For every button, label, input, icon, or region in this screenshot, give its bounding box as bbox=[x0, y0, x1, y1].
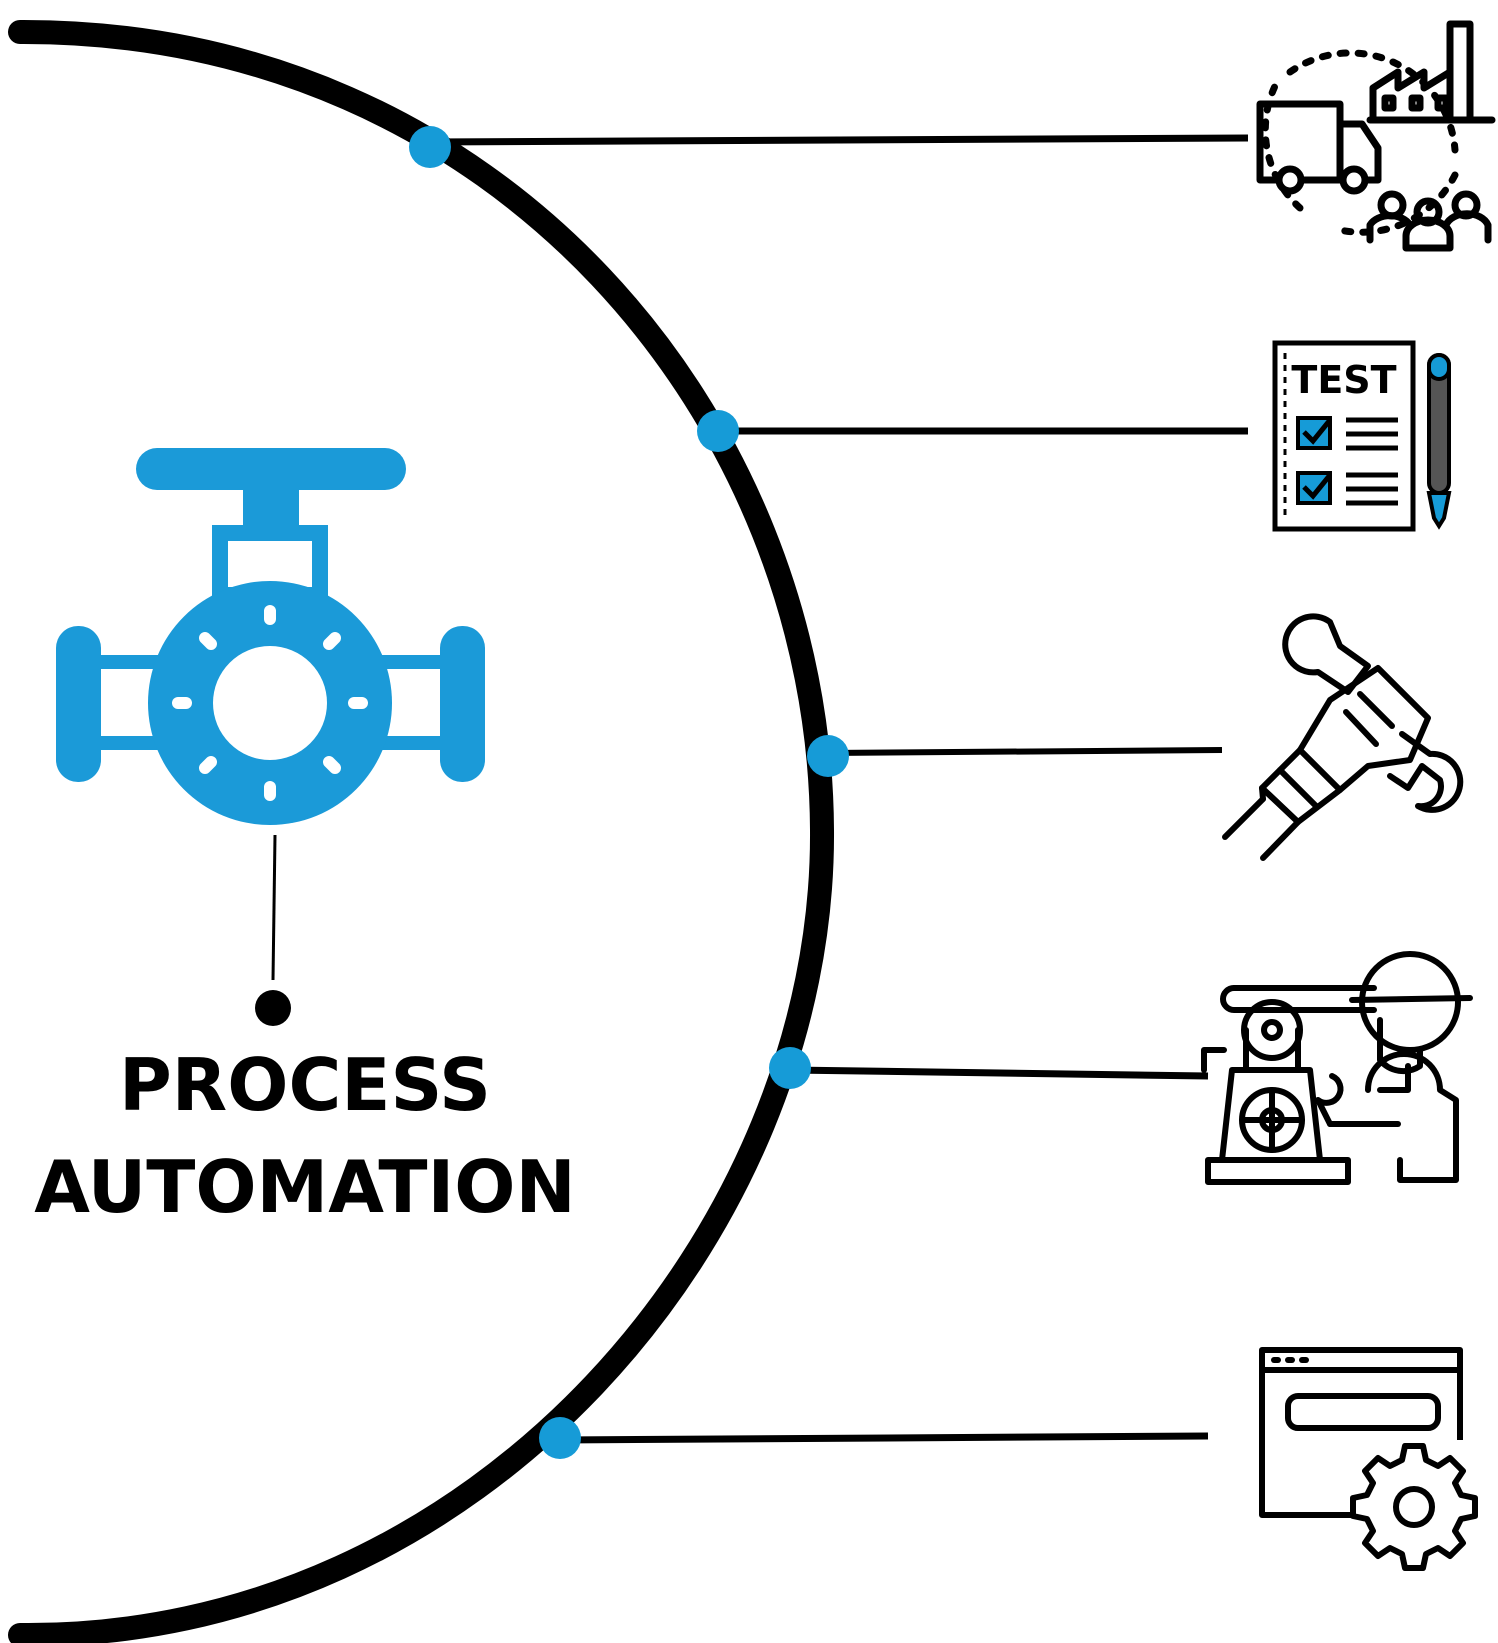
connector-dot-1 bbox=[409, 126, 451, 168]
connector-line-4 bbox=[789, 1066, 1209, 1080]
main-arc bbox=[8, 19, 835, 1643]
connector-dot-3 bbox=[807, 735, 849, 777]
valve-stem-line bbox=[271, 834, 277, 981]
browser-settings-icon bbox=[1259, 1347, 1478, 1571]
engineer-robot-arm-icon bbox=[1201, 951, 1473, 1185]
pipe-valve-icon bbox=[56, 448, 485, 825]
title-line-2: AUTOMATION bbox=[34, 1145, 575, 1229]
test-label: TEST bbox=[1291, 358, 1396, 402]
title-line-1: PROCESS bbox=[119, 1043, 491, 1127]
test-checklist-icon: TEST bbox=[1272, 340, 1452, 532]
connector-dot-5 bbox=[539, 1417, 581, 1459]
connector-dot-2 bbox=[697, 410, 739, 452]
connector-line-3 bbox=[827, 747, 1223, 756]
connector-dot-4 bbox=[769, 1047, 811, 1089]
title-marker-dot bbox=[255, 990, 291, 1026]
wrench-hand-icon bbox=[1222, 613, 1464, 861]
connector-line-5 bbox=[559, 1432, 1209, 1444]
connector-line-1 bbox=[429, 134, 1249, 146]
supply-chain-logistics-icon bbox=[1256, 20, 1496, 252]
